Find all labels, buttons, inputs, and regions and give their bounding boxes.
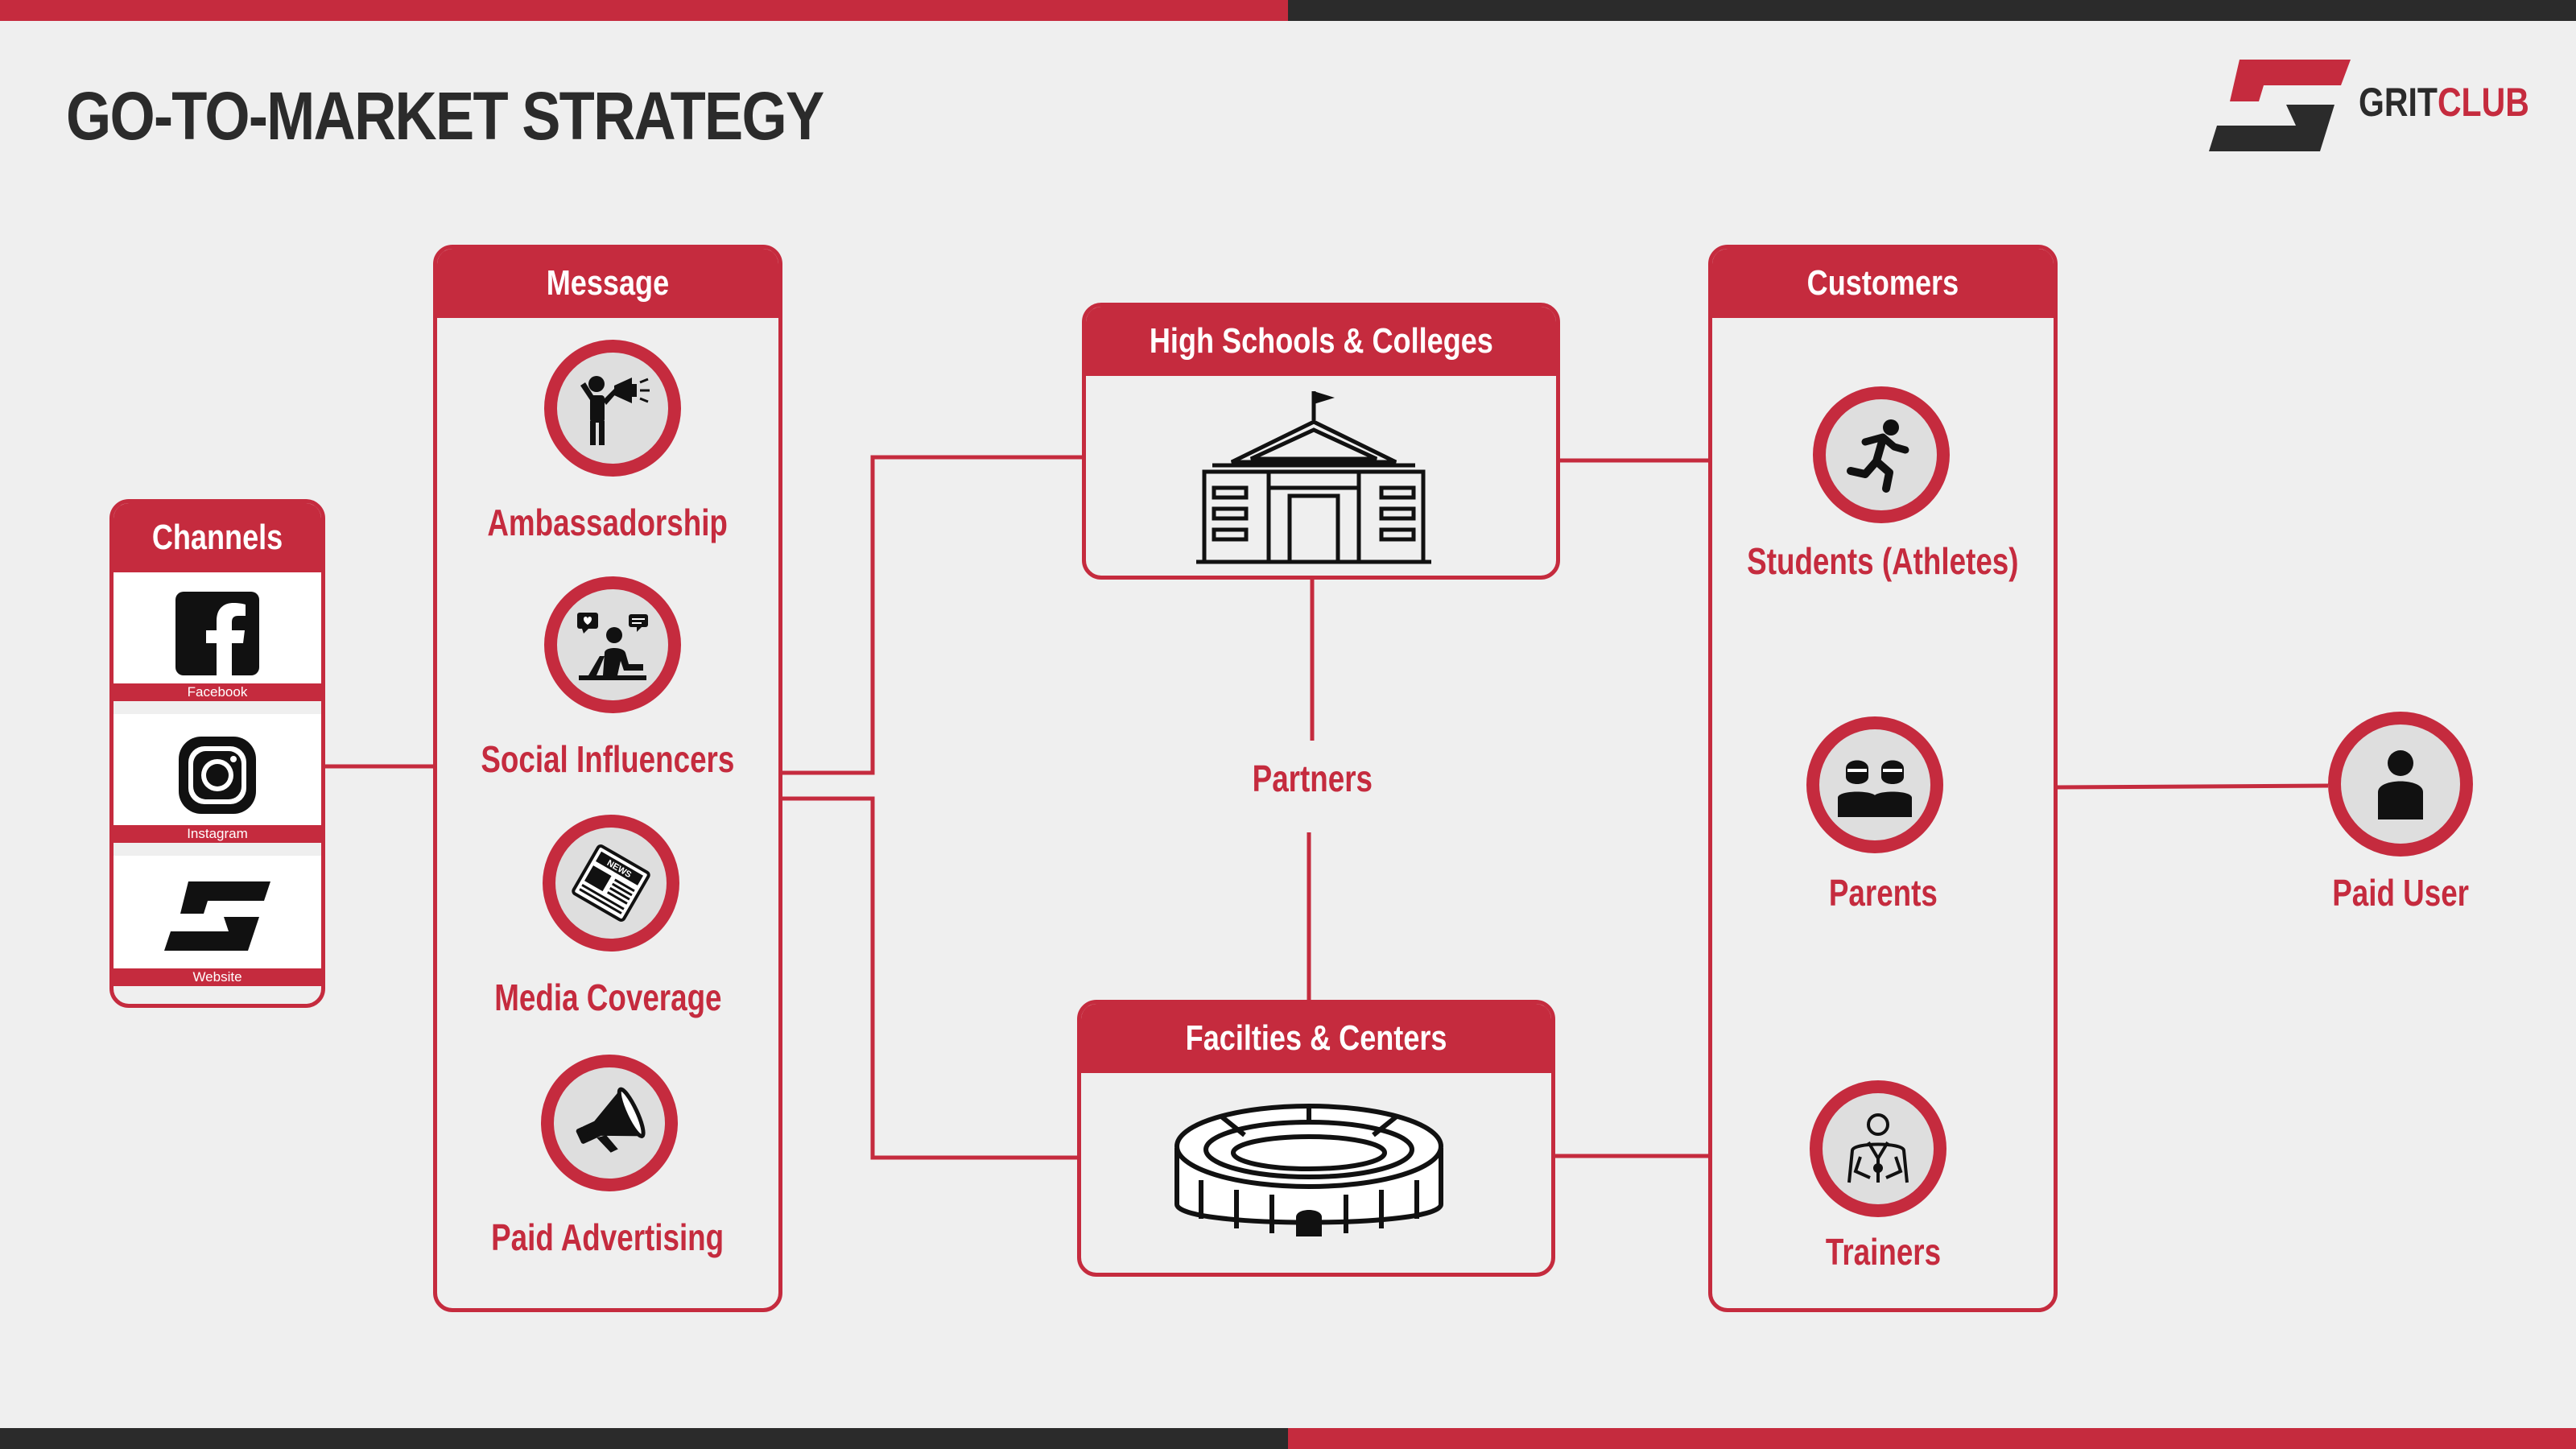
instagram-icon <box>179 737 256 814</box>
message-header: Message <box>437 249 778 318</box>
gritclub-logo-icon <box>2209 60 2351 151</box>
media-coverage-circle: NEWS <box>543 815 679 952</box>
channel-facebook[interactable]: Facebook <box>114 572 321 701</box>
influencer-icon <box>577 613 648 680</box>
parents-circle <box>1806 716 1943 853</box>
parents-label: Parents <box>1828 872 1938 914</box>
facebook-icon <box>175 592 259 675</box>
instagram-label: Instagram <box>114 825 321 843</box>
ambassadorship-circle <box>544 340 681 477</box>
channels-panel: Channels Facebook Instagram Website <box>109 499 325 1008</box>
ambassadorship-label: Ambassadorship <box>487 502 729 543</box>
top-bar-red <box>0 0 1288 21</box>
channel-website[interactable]: Website <box>114 856 321 986</box>
social-influencers-circle <box>544 576 681 713</box>
paid-user-circle <box>2328 712 2473 857</box>
paid-advertising-label: Paid Advertising <box>491 1216 724 1258</box>
partners-label: Partners <box>1252 758 1373 799</box>
bottom-bar-red <box>1288 1428 2576 1449</box>
channels-header: Channels <box>114 503 321 572</box>
brand-logo: GRITCLUB <box>2206 56 2560 161</box>
brand-name-grit: GRIT <box>2359 80 2438 125</box>
trainers-circle <box>1810 1080 1946 1217</box>
stadium-icon <box>1174 1104 1443 1236</box>
customers-header: Customers <box>1712 249 2054 318</box>
page-title: GO-TO-MARKET STRATEGY <box>66 78 824 154</box>
facebook-label: Facebook <box>114 683 321 701</box>
bottom-bar-dark <box>0 1428 1288 1449</box>
channel-instagram[interactable]: Instagram <box>114 714 321 843</box>
schools-panel: High Schools & Colleges <box>1082 303 1560 580</box>
facilities-header: Facilties & Centers <box>1081 1004 1551 1073</box>
school-building-icon <box>1196 391 1431 564</box>
schools-header: High Schools & Colleges <box>1086 307 1556 376</box>
parents-icon <box>1838 760 1912 817</box>
brand-name: GRITCLUB <box>2359 79 2529 126</box>
top-bar-dark <box>1288 0 2576 21</box>
paid-user-label: Paid User <box>2332 872 2469 914</box>
newspaper-icon: NEWS <box>572 844 650 922</box>
trainer-icon <box>1847 1113 1909 1183</box>
paid-advertising-circle <box>541 1055 678 1191</box>
brand-name-club: CLUB <box>2437 80 2529 125</box>
students-circle <box>1813 386 1950 523</box>
social-influencers-label: Social Influencers <box>481 738 735 780</box>
user-icon <box>2378 750 2423 819</box>
students-label: Students (Athletes) <box>1747 540 2019 582</box>
website-logo-icon <box>164 881 270 951</box>
running-athlete-icon <box>1847 419 1909 493</box>
megaphone-icon <box>576 1087 646 1153</box>
ambassador-megaphone-person-icon <box>580 376 650 445</box>
trainers-label: Trainers <box>1825 1231 1941 1273</box>
media-coverage-label: Media Coverage <box>493 976 722 1018</box>
website-label: Website <box>114 968 321 986</box>
